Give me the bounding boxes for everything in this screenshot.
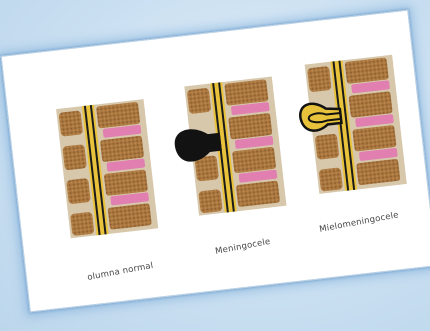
slide-card: olumna normal Meningocele Mielomeningoce… xyxy=(1,10,430,313)
spine-normal xyxy=(56,99,158,238)
spine-illustrations xyxy=(2,11,430,312)
spine-mielomeningocele xyxy=(295,55,407,195)
spine-meningocele xyxy=(168,76,286,217)
